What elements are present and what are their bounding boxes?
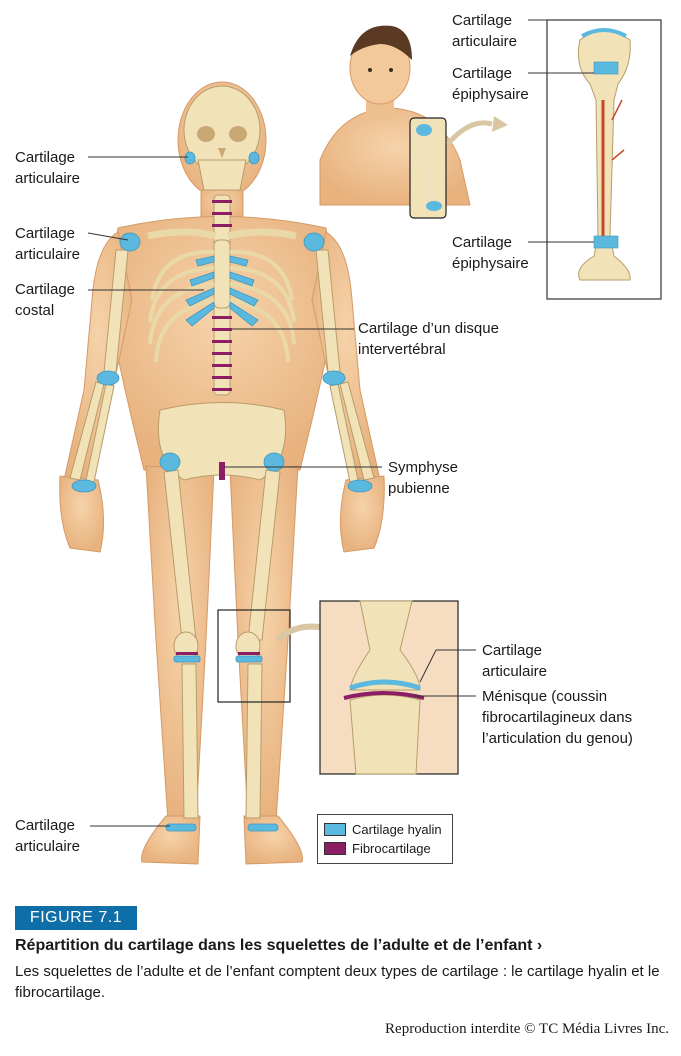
legend: Cartilage hyalin Fibrocartilage [317, 814, 453, 864]
label-foot-cartilage: Cartilage articulaire [15, 815, 80, 857]
label-line: épiphysaire [452, 86, 529, 103]
knee-inset [217, 600, 459, 775]
leader-lines [87, 19, 594, 827]
label-knee-cartilage: Cartilage articulaire [482, 640, 547, 682]
label-line: Cartilage [452, 12, 513, 29]
label-line: Ménisque (coussin [482, 688, 608, 705]
label-line: Cartilage [15, 281, 76, 298]
label-line: Symphyse [388, 459, 459, 476]
adult-body [59, 81, 385, 865]
label-line: l’articulation du genou) [482, 730, 633, 747]
label-line: fibrocartilagineux dans [482, 709, 633, 726]
long-bone-inset [546, 19, 662, 300]
label-line: Cartilage [482, 642, 543, 659]
figure-number: FIGURE 7.1 [15, 906, 137, 930]
label-line: articulaire [15, 170, 81, 187]
hyaline-swatch [324, 823, 346, 836]
legend-label-fibro: Fibrocartilage [352, 841, 431, 856]
label-bone-epiphyseal-top: Cartilage épiphysaire [452, 63, 529, 105]
label-line: Cartilage [15, 149, 76, 166]
label-bone-articular: Cartilage articulaire [452, 10, 517, 52]
cartilage-illustration [59, 19, 662, 865]
copyright-notice: Reproduction interdite © TC Média Livres… [385, 1021, 669, 1037]
legend-label-hyaline: Cartilage hyalin [352, 822, 442, 837]
fibro-swatch [324, 842, 346, 855]
child-bust [319, 25, 508, 219]
label-pubic-symphysis: Symphyse pubienne [388, 457, 458, 499]
label-line: épiphysaire [452, 255, 529, 272]
label-costal-cartilage: Cartilage costal [15, 279, 75, 321]
label-line: Cartilage [15, 817, 76, 834]
label-line: articulaire [452, 33, 518, 50]
caption-text: Les squelettes de l’adulte et de l’enfan… [15, 963, 660, 1001]
label-line: articulaire [15, 838, 81, 855]
caption-title: Répartition du cartilage dans les squele… [15, 937, 543, 954]
label-shoulder-cartilage: Cartilage articulaire [15, 223, 80, 265]
label-line: articulaire [15, 246, 81, 263]
label-intervertebral-disc: Cartilage d’un disque intervertébral [358, 318, 499, 360]
label-head-cartilage: Cartilage articulaire [15, 147, 80, 189]
label-bone-epiphyseal-bottom: Cartilage épiphysaire [452, 232, 529, 274]
label-line: pubienne [388, 480, 450, 497]
label-line: Cartilage [452, 65, 513, 82]
label-meniscus: Ménisque (coussin fibrocartilagineux dan… [482, 686, 633, 749]
legend-item-hyaline: Cartilage hyalin [324, 820, 446, 839]
label-line: Cartilage d’un disque [358, 320, 499, 337]
label-line: Cartilage [452, 234, 513, 251]
label-line: Cartilage [15, 225, 76, 242]
label-line: costal [15, 302, 55, 319]
legend-item-fibro: Fibrocartilage [324, 839, 446, 858]
label-line: articulaire [482, 663, 548, 680]
label-line: intervertébral [358, 341, 446, 358]
